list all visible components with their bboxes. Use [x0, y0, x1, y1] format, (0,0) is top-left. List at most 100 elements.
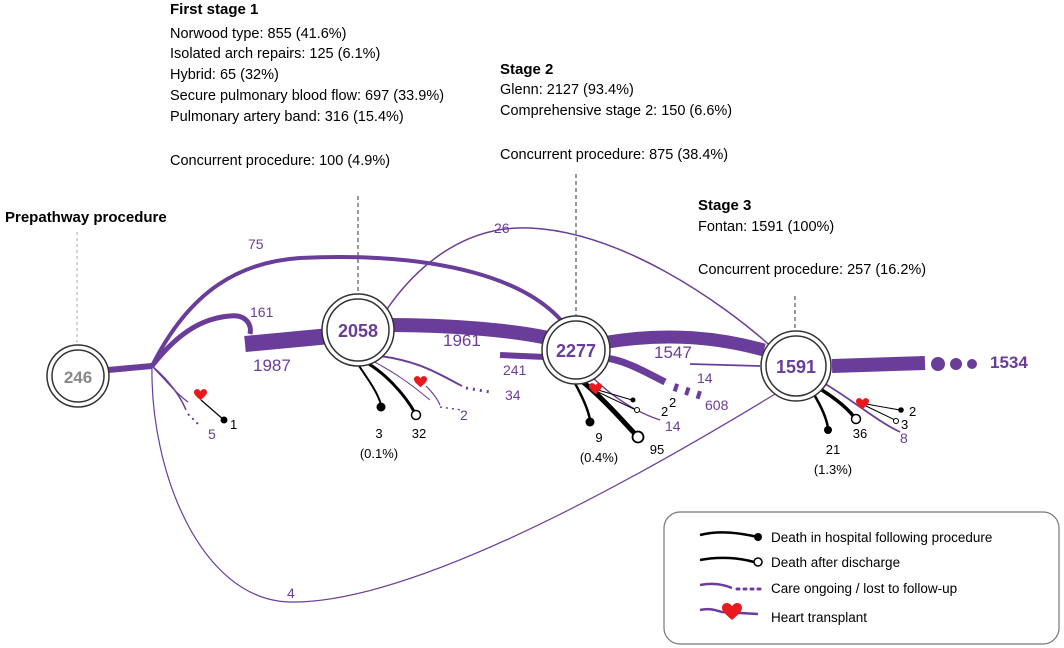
flow-stage3-inflow: [689, 363, 761, 367]
flow-stage2-ongoing-dots: [672, 383, 704, 400]
label-stage1-death-hospital: 3: [375, 426, 382, 441]
flow-prepathway-lost: [151, 365, 187, 411]
stage3-tx-death-hospital-line: [865, 403, 901, 411]
stage2-line: Glenn: 2127 (93.4%): [500, 82, 634, 98]
flow-stage1-to-stage3: [384, 227, 776, 351]
node-stage2-label: 2277: [556, 341, 596, 361]
label-prepathway-to-stage1: 161: [250, 304, 274, 320]
transplant-flows: [425, 385, 441, 406]
stage3-line: Fontan: 1591 (100%): [698, 219, 834, 235]
node-inner-ring: [51, 349, 105, 403]
legend-death-hospital-dot: [754, 533, 762, 541]
stage2-tx-death-discharge-line: [597, 391, 637, 411]
flow-stage1-transplant: [425, 385, 441, 406]
heart-icon: [194, 389, 207, 401]
death-discharge-dot: [634, 407, 640, 413]
label-stage1-inflow: 1987: [253, 356, 291, 375]
stage1-concurrent: Concurrent procedure: 100 (4.9%): [170, 153, 390, 169]
death-hospital-dot: [630, 397, 636, 403]
stage2-info: Stage 2 Glenn: 2127 (93.4%) Comprehensiv…: [500, 61, 732, 163]
death-markers: [220, 397, 904, 444]
death-discharge-dot: [410, 409, 422, 421]
prepathway-title: Prepathway procedure: [5, 209, 167, 226]
stage2-tx-death-hospital-line: [597, 389, 633, 401]
ongoing-dot: [931, 357, 945, 371]
label-stage3-death-discharge: 36: [853, 426, 867, 441]
death-hospital-dot: [898, 407, 904, 413]
flow-prepathway-death: [200, 399, 225, 421]
legend-ongoing-line: [699, 582, 733, 590]
death-hospital-dot: [585, 417, 595, 427]
label-stage2-ongoing: 608: [705, 397, 729, 413]
label-stage1-death-hospital-pct: (0.1%): [360, 446, 398, 461]
stage3-title: Stage 3: [698, 197, 751, 214]
death-hospital-dot: [824, 426, 832, 434]
flow-stage2-to-stage3: [606, 330, 766, 357]
prepathway-trunk: [107, 363, 153, 373]
label-prepathway-to-stage2: 75: [248, 236, 264, 252]
ongoing-dot: [950, 358, 962, 370]
stage2-line: Comprehensive stage 2: 150 (6.6%): [500, 103, 732, 119]
label-stage3-tx-death-discharge: 3: [901, 417, 908, 432]
label-stage3-death-hospital: 21: [826, 442, 840, 457]
node-prepathway: 246: [46, 344, 110, 408]
stage1-death-hospital-line: [354, 359, 382, 406]
stage1-line: Hybrid: 65 (32%): [170, 67, 279, 83]
stage1-line: Pulmonary artery band: 316 (15.4%): [170, 109, 404, 125]
flow-prepathway-to-stage2: [150, 255, 577, 367]
flow-stage2-ongoing: [604, 354, 667, 386]
label-stage2-to-stage3: 1547: [654, 343, 692, 362]
flow-stage3-outflow: [831, 356, 926, 373]
stage1-line: Norwood type: 855 (41.6%): [170, 26, 347, 42]
legend: Death in hospital following procedure De…: [663, 511, 1060, 645]
death-discharge-dot: [631, 430, 645, 444]
node-inner-ring: [546, 320, 606, 380]
flow-stage1-lost-dots: [439, 406, 463, 411]
stage2-title: Stage 2: [500, 61, 553, 78]
stage1-line: Isolated arch repairs: 125 (6.1%): [170, 46, 380, 62]
legend-label: Heart transplant: [771, 610, 867, 625]
legend-label: Death in hospital following procedure: [771, 530, 992, 545]
legend-label: Death after discharge: [771, 555, 900, 570]
node-stage1: 2058: [321, 293, 395, 367]
node-stage3-label: 1591: [776, 357, 816, 377]
label-stage3-death-hospital-pct: (1.3%): [814, 462, 852, 477]
legend-death-discharge-line: [699, 556, 755, 564]
flow-prepathway-to-stage1: [150, 313, 253, 368]
stage1-title: First stage 1: [170, 1, 258, 18]
legend-label: Care ongoing / lost to follow-up: [771, 581, 957, 596]
flow-stage2-inflow: [499, 352, 546, 360]
flow-stage1-ongoing: [371, 354, 463, 387]
flows: [107, 227, 926, 603]
stage3-info: Stage 3 Fontan: 1591 (100%) Concurrent p…: [698, 197, 926, 278]
flow-prepathway-to-stage3: [151, 365, 786, 603]
flow-stage1-ongoing-dots: [465, 386, 491, 394]
stage1-info: First stage 1 Norwood type: 855 (41.6%) …: [170, 1, 444, 169]
heart-icon: [414, 376, 427, 388]
stage1-death-discharge-line: [360, 358, 417, 415]
flow-prepathway-lost-dots: [187, 413, 201, 427]
death-discharge-dot: [850, 413, 862, 425]
label-stage1-to-stage3: 26: [494, 220, 510, 236]
label-stage3-tx-death-hospital: 2: [909, 404, 916, 419]
label-stage1-ongoing: 34: [505, 387, 521, 403]
flow-stage2-lost: [589, 374, 661, 421]
death-hospital-dot: [376, 402, 386, 412]
legend-death-discharge-dot: [753, 557, 763, 567]
stage3-concurrent: Concurrent procedure: 257 (16.2%): [698, 262, 926, 278]
stage1-line: Secure pulmonary blood flow: 697 (33.9%): [170, 88, 444, 104]
legend-transplant-line: [699, 607, 759, 616]
label-prepathway-death: 1: [230, 417, 237, 432]
label-stage3-lost: 8: [900, 430, 908, 446]
legend-death-hospital-line: [699, 531, 759, 539]
label-stage1-to-stage2: 1961: [443, 331, 481, 350]
label-stage1-lost: 2: [460, 407, 468, 423]
label-stage2-death-hospital: 9: [595, 430, 602, 445]
outflow-dots: [931, 357, 977, 371]
label-stage2-inflow: 241: [503, 362, 527, 378]
flow-stage1-inflow: [244, 328, 331, 352]
flow-stage1-to-stage2: [389, 318, 550, 345]
node-inner-ring: [326, 298, 390, 362]
node-stage3: 1591: [760, 330, 832, 402]
